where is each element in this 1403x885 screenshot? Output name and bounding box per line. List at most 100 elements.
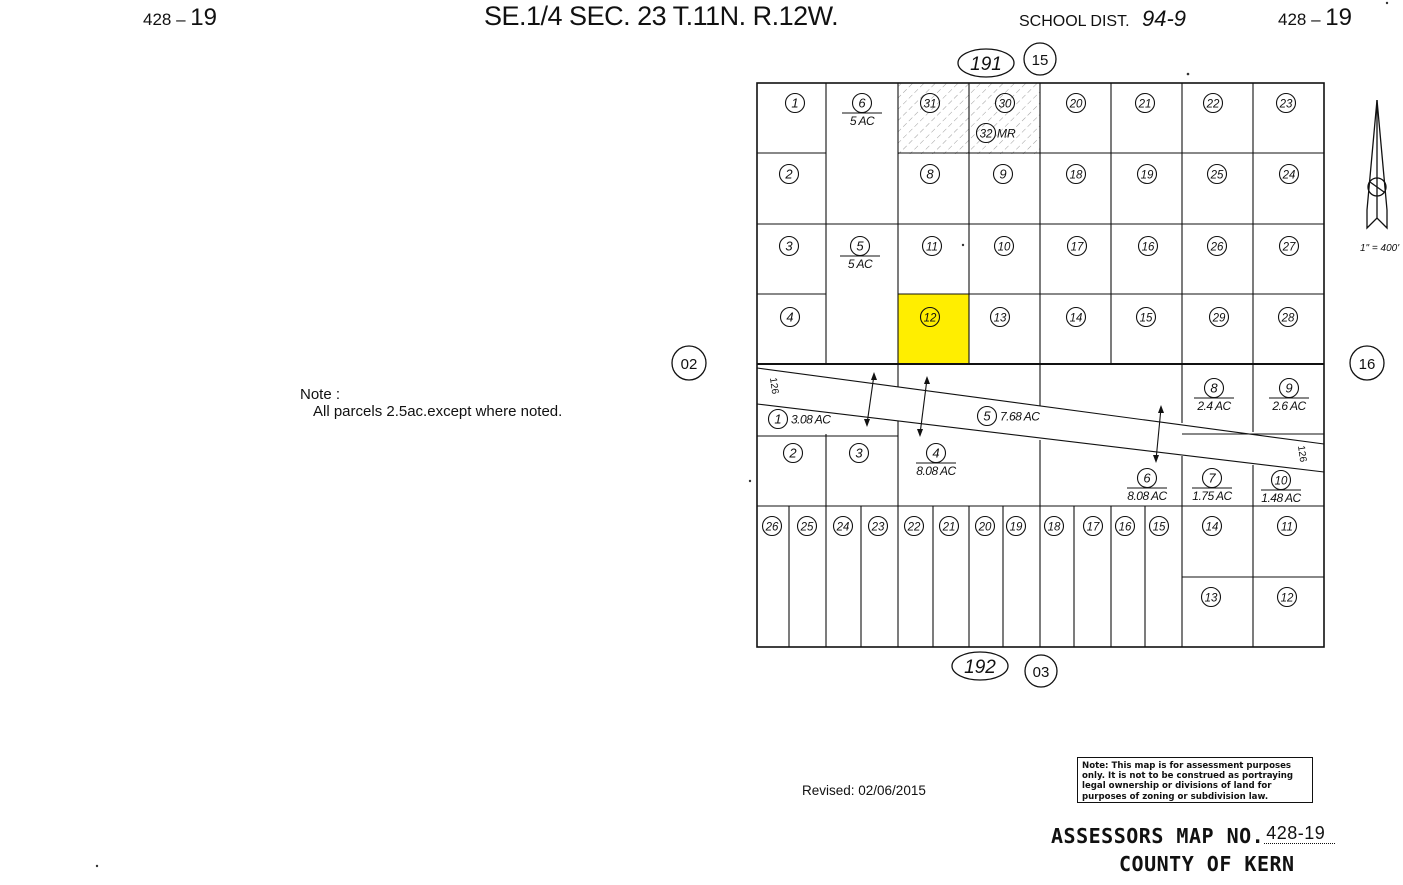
parcel-20[interactable]: 20 [974, 515, 996, 537]
parcel-16[interactable]: 16 [1137, 235, 1159, 257]
parcel-note: Note : All parcels 2.5ac.except where no… [300, 386, 562, 420]
parcel-circle [1065, 92, 1087, 114]
parcel-11[interactable]: 11 [1276, 515, 1298, 537]
parcel-2[interactable]: 2 [778, 163, 800, 185]
parcel-number: 21 [1138, 99, 1152, 111]
map-sheet-number-right: 19 [1325, 4, 1352, 31]
parcel-29[interactable]: 29 [1208, 306, 1230, 328]
parcel-13[interactable]: 13 [989, 306, 1011, 328]
parcel-4[interactable]: 4 [779, 306, 801, 328]
parcel-6[interactable]: 6 8.08 AC [1127, 467, 1168, 504]
parcel-9[interactable]: 92.6 AC [1269, 377, 1309, 414]
map-sheet-number: 19 [190, 4, 217, 31]
parcel-23[interactable]: 23 [867, 515, 889, 537]
parcel-10[interactable]: 10 [993, 235, 1015, 257]
parcel-circle [1208, 306, 1230, 328]
parcel-12[interactable]: 12 [919, 306, 941, 328]
parcel-27[interactable]: 27 [1278, 235, 1300, 257]
parcel-28[interactable]: 28 [1277, 306, 1299, 328]
parcel-2[interactable]: 2 [782, 442, 804, 464]
parcel-number: 12 [924, 313, 937, 325]
parcel-26[interactable]: 26 [761, 515, 783, 537]
parcel-20[interactable]: 20 [1065, 92, 1087, 114]
parcel-number: 6 [1143, 471, 1151, 486]
parcel-1[interactable]: 1 [784, 92, 806, 114]
parcel-14[interactable]: 14 [1065, 306, 1087, 328]
disclaimer-box: Note: This map is for assessment purpose… [1077, 757, 1313, 803]
parcel-circle [796, 515, 818, 537]
parcel-24[interactable]: 24 [832, 515, 854, 537]
parcel-number: 2 [784, 167, 793, 182]
parcel-18[interactable]: 18 [1065, 163, 1087, 185]
parcel-circle [867, 515, 889, 537]
parcel-25[interactable]: 25 [796, 515, 818, 537]
parcel-8[interactable]: 82.4 AC [1194, 377, 1234, 414]
adjacent-page-left: 02 [681, 356, 698, 373]
parcel-22[interactable]: 22 [1202, 92, 1224, 114]
parcel-30[interactable]: 30 [994, 92, 1016, 114]
parcel-circle [782, 442, 804, 464]
parcel-16[interactable]: 16 [1114, 515, 1136, 537]
parcel-area: 2.6 AC [1271, 399, 1306, 413]
parcel-4[interactable]: 48.08 AC [916, 442, 957, 479]
parcel-number: 12 [1281, 593, 1294, 605]
parcel-number: 22 [907, 522, 921, 534]
parcel-19[interactable]: 19 [1136, 163, 1158, 185]
parcel-15[interactable]: 15 [1148, 515, 1170, 537]
parcel-number: 2 [788, 446, 797, 461]
parcel-31[interactable]: 31 [919, 92, 941, 114]
parcel-13[interactable]: 13 [1200, 586, 1222, 608]
parcel-5[interactable]: 55 AC [840, 235, 880, 272]
parcel-17[interactable]: 17 [1082, 515, 1104, 537]
parcel-3[interactable]: 3 [848, 442, 870, 464]
parcel-circle [1066, 235, 1088, 257]
parcel-18[interactable]: 18 [1043, 515, 1065, 537]
parcel-25[interactable]: 25 [1206, 163, 1228, 185]
parcel-15[interactable]: 15 [1135, 306, 1157, 328]
parcel-7[interactable]: 71.75 AC [1192, 467, 1233, 504]
parcel-6[interactable]: 65 AC [842, 92, 882, 129]
parcel-11[interactable]: 11 [921, 235, 943, 257]
parcel-circle [1005, 515, 1027, 537]
parcel-21[interactable]: 21 [1134, 92, 1156, 114]
parcel-number: 8 [1210, 381, 1218, 396]
parcel-12[interactable]: 12 [1276, 586, 1298, 608]
parcel-lines [756, 83, 1325, 647]
parcel-area: 3.08 AC [791, 413, 831, 427]
parcel-10[interactable]: 101.48 AC [1261, 469, 1302, 506]
parcel-9[interactable]: 9 [992, 163, 1014, 185]
parcel-3[interactable]: 3 [778, 235, 800, 257]
parcel-circle [1114, 515, 1136, 537]
north-arrow-icon [1366, 99, 1388, 230]
parcel-number: 5 [856, 239, 864, 254]
parcel-14[interactable]: 14 [1201, 515, 1223, 537]
parcel-number: 4 [932, 446, 939, 461]
parcel-number: 10 [1275, 476, 1288, 488]
parcel-8[interactable]: 8 [919, 163, 941, 185]
parcel-26[interactable]: 26 [1206, 235, 1228, 257]
adjacent-book-bottom: 192 [964, 657, 996, 678]
parcel-number: 15 [1140, 313, 1153, 325]
parcel-number: 17 [1071, 242, 1084, 254]
highlighted-parcel[interactable] [898, 294, 969, 363]
parcel-24[interactable]: 24 [1278, 163, 1300, 185]
parcel-21[interactable]: 21 [938, 515, 960, 537]
school-district-label: SCHOOL DIST. [1019, 13, 1130, 30]
parcel-area: 8.08 AC [1127, 489, 1167, 503]
parcel-23[interactable]: 23 [1275, 92, 1297, 114]
parcel-22[interactable]: 22 [903, 515, 925, 537]
arrow-heads [864, 372, 1164, 463]
parcel-number: 24 [836, 522, 850, 534]
parcel-circle [1276, 515, 1298, 537]
parcel-number: 23 [871, 522, 885, 534]
parcel-19[interactable]: 19 [1005, 515, 1027, 537]
parcel-circle [767, 408, 789, 430]
road-label-east: 126 [1295, 445, 1308, 463]
parcel-number: 20 [978, 522, 992, 534]
parcel-number: 26 [765, 522, 779, 534]
parcel-circle [1065, 163, 1087, 185]
parcel-17[interactable]: 17 [1066, 235, 1088, 257]
